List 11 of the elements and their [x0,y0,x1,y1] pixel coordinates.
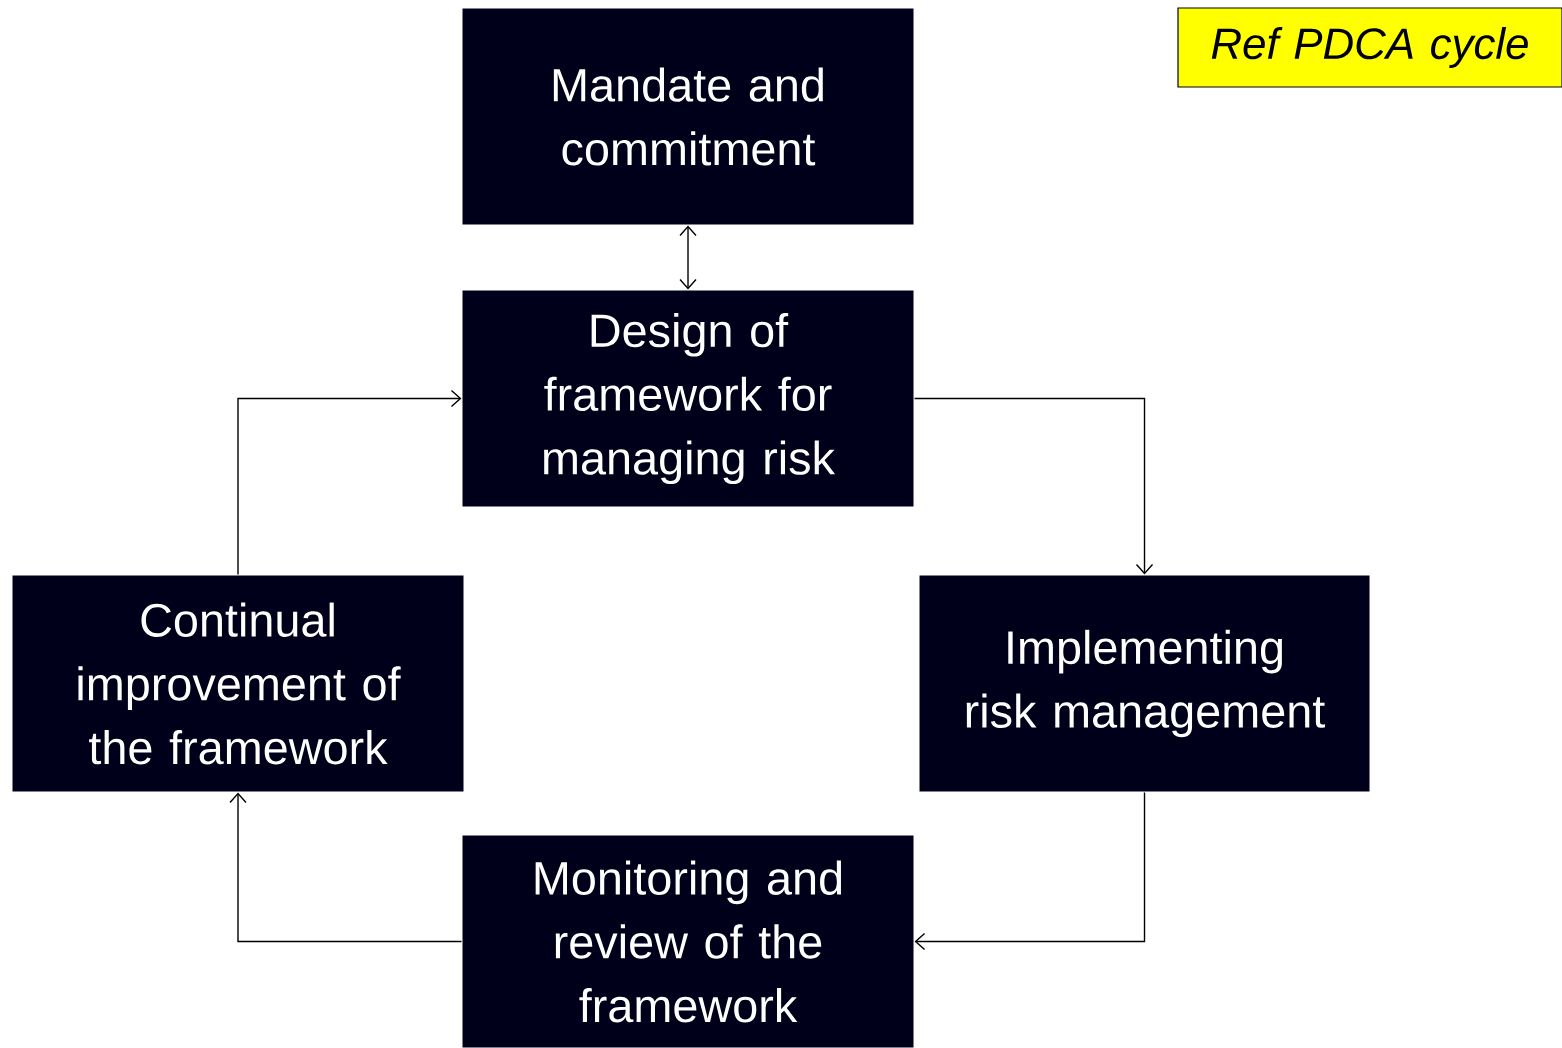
process-box: Monitoring and review of the framework [461,834,915,1048]
arrow [237,389,462,576]
note-box: Ref PDCA cycle [1177,7,1562,88]
arrow [913,397,1154,575]
process-box: Mandate and commitment [461,7,915,226]
arrow [914,791,1146,951]
process-box: Continual improvement of the framework [11,574,465,793]
arrow [679,225,697,290]
arrow [229,792,463,943]
process-box: Implementing risk management [918,574,1371,793]
process-box: Design of framework for managing risk [461,289,915,508]
